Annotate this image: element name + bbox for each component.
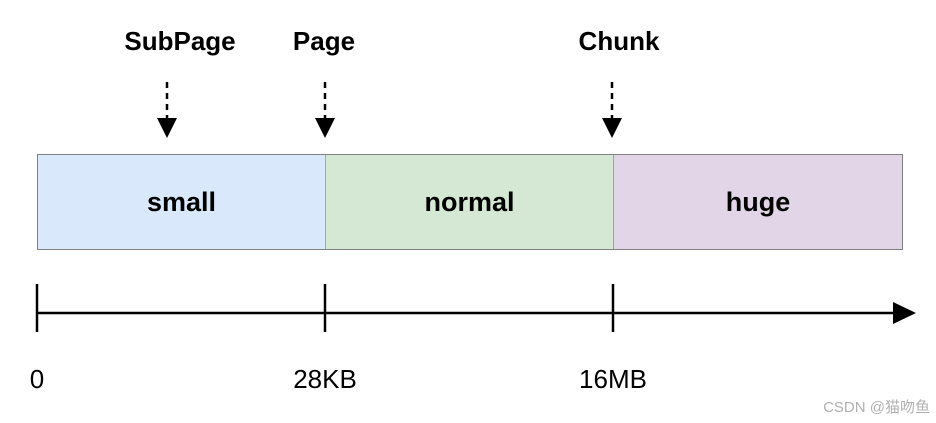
size-axis (35, 284, 916, 332)
segment-huge-label: huge (725, 186, 791, 217)
size-class-bar: small normal huge (37, 154, 903, 250)
segment-small-label: small (146, 186, 217, 217)
watermark: CSDN @猫吻鱼 (823, 399, 930, 416)
chunk-label: Chunk (578, 26, 660, 56)
segment-normal-label: normal (424, 186, 515, 217)
segment-small: small (38, 155, 326, 249)
tick-label-28kb: 28KB (293, 364, 357, 394)
tick-label-0: 0 (29, 364, 45, 394)
axis-arrowhead-icon (893, 302, 916, 324)
subpage-arrow-icon (157, 82, 177, 138)
page-label: Page (292, 26, 356, 56)
chunk-arrow-icon (602, 82, 622, 138)
page-arrow-icon (315, 82, 335, 138)
subpage-label: SubPage (124, 26, 236, 56)
segment-huge: huge (614, 155, 902, 249)
segment-normal: normal (326, 155, 614, 249)
tick-label-16mb: 16MB (579, 364, 647, 394)
